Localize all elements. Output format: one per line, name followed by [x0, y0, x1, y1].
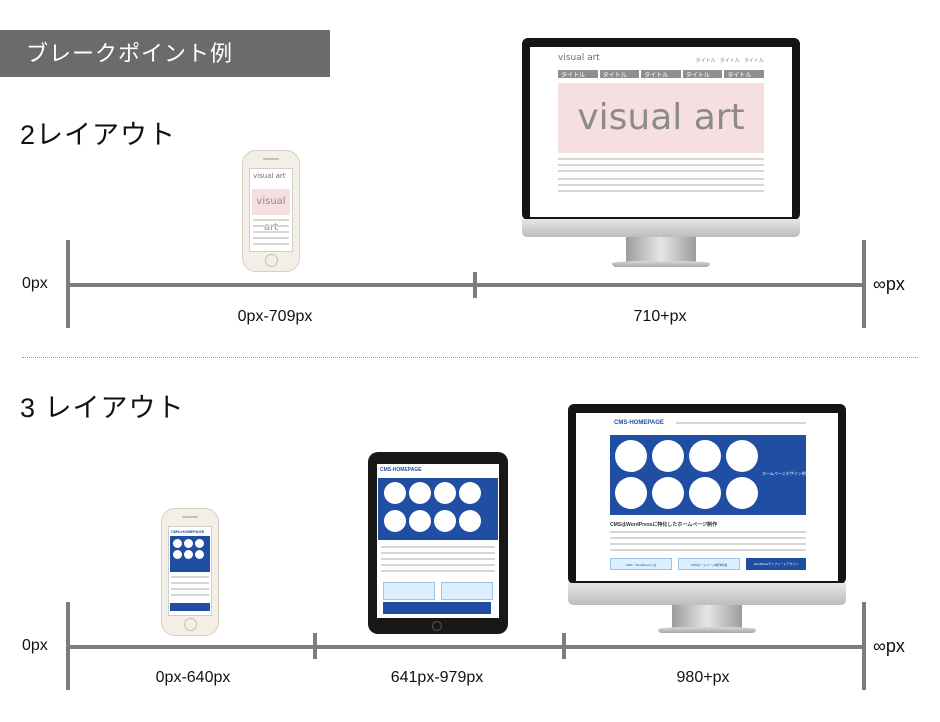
axis-start-label: 0px: [22, 637, 48, 654]
mockup-text: [610, 531, 806, 553]
mockup-nav: タイトル タイトル タイトル タイトル タイトル: [558, 70, 764, 79]
monitor-screen: visual art タイトル タイトル タイトル タイトル タイトル タイトル…: [530, 47, 792, 217]
axis-tick-breakpoint: [562, 633, 566, 659]
mockup-button-bar: [383, 602, 491, 614]
mockup-text: [381, 546, 495, 576]
mockup-box: [441, 582, 493, 600]
axis-tick-end: [862, 240, 866, 328]
monitor-mockup: visual art タイトル タイトル タイトル タイトル タイトル タイトル…: [522, 38, 800, 220]
axis-end-label: ∞px: [873, 636, 905, 656]
monitor-stand-base: [658, 627, 756, 633]
mockup-hero: visual art: [252, 189, 290, 233]
mockup-nav: [676, 422, 806, 425]
mockup-footer: [170, 603, 210, 611]
axis-start-label: 0px: [22, 275, 48, 292]
header-title: ブレークポイント例: [0, 30, 330, 77]
axis-tick-breakpoint: [313, 633, 317, 659]
monitor-mockup: CMS-HOMEPAGE ホームページデザイン例 CMSはWordPressに特…: [568, 404, 846, 584]
range-label: 980+px: [676, 669, 730, 686]
phone-mockup: CMS-HOMEPAGE: [161, 508, 219, 636]
axis-tick-start: [66, 602, 70, 690]
mockup-heading: CMSはWordPressに特化したホームページ制作: [610, 522, 718, 528]
mockup-text: [558, 158, 764, 174]
range-label: 0px-709px: [237, 308, 313, 325]
mockup-logo: visual art: [253, 172, 286, 180]
monitor-stand-base: [612, 261, 710, 267]
axis-end-label: ∞px: [873, 274, 905, 294]
range-label: 710+px: [633, 308, 687, 325]
axis-tick-end: [862, 602, 866, 690]
range-label: 641px-979px: [390, 669, 484, 686]
breakpoint-axis: [66, 645, 866, 649]
mockup-hero: visual art: [558, 83, 764, 153]
mockup-logo: visual art: [558, 53, 600, 63]
axis-tick-start: [66, 240, 70, 328]
phone-screen: CMS-HOMEPAGE: [168, 526, 212, 616]
tablet-screen: CMS-HOMEPAGE: [377, 464, 499, 618]
section-divider: [22, 357, 918, 358]
mockup-logo: CMS-HOMEPAGE: [171, 529, 205, 534]
mockup-buttons: CMS・WordPressとは CMSホームページ制作料金 WordPressテ…: [610, 558, 806, 570]
breakpoint-axis: [66, 283, 866, 287]
monitor-chin: [522, 219, 800, 237]
mockup-text: [171, 576, 209, 598]
tablet-mockup: CMS-HOMEPAGE: [368, 452, 508, 634]
mockup-text: [558, 178, 764, 194]
mockup-logo: CMS-HOMEPAGE: [380, 467, 422, 473]
monitor-chin: [568, 583, 846, 605]
phone-screen: visual art visual art: [249, 168, 293, 252]
monitor-stand: [626, 237, 696, 263]
mockup-banner: ホームページデザイン例: [610, 435, 806, 515]
mockup-logo: CMS-HOMEPAGE: [614, 420, 664, 426]
section-title-3-layout: 3 レイアウト: [20, 393, 185, 423]
phone-mockup: visual art visual art: [242, 150, 300, 272]
mockup-banner: [170, 536, 210, 572]
home-button-icon: [265, 254, 278, 267]
mockup-top-links: タイトル タイトル タイトル: [695, 58, 764, 64]
range-label: 0px-640px: [155, 669, 231, 686]
mockup-banner: [378, 478, 498, 540]
axis-tick-breakpoint: [473, 272, 477, 298]
monitor-stand: [672, 605, 742, 629]
monitor-screen: CMS-HOMEPAGE ホームページデザイン例 CMSはWordPressに特…: [576, 413, 838, 581]
mockup-box: [383, 582, 435, 600]
mockup-text: [253, 219, 289, 249]
home-button-icon: [184, 618, 197, 631]
section-title-2-layout: 2レイアウト: [20, 120, 177, 150]
mockup-banner-text: ホームページデザイン例: [762, 471, 806, 476]
home-button-icon: [432, 621, 442, 631]
